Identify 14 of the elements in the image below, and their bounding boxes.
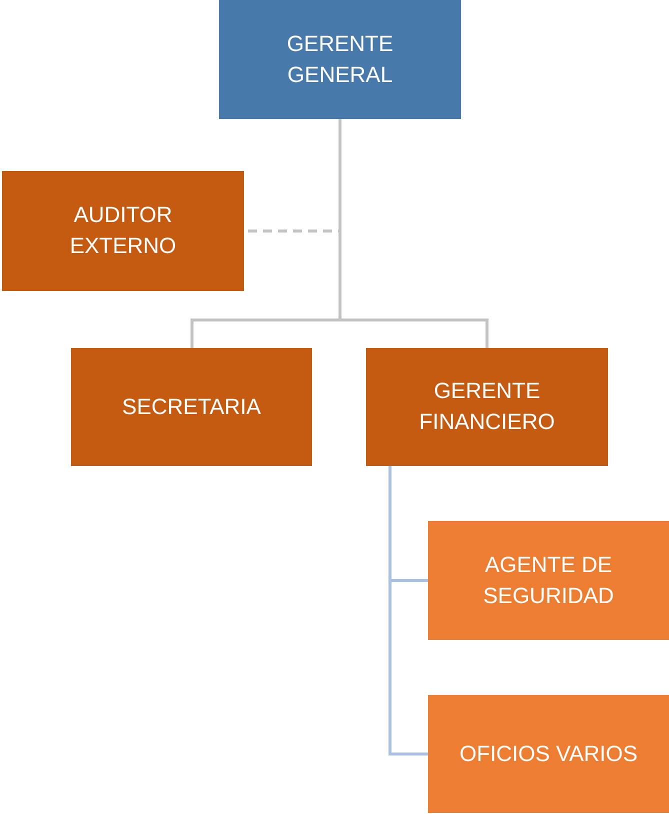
org-box (428, 521, 669, 640)
org-box (71, 348, 312, 466)
role-title: OFICIOS VARIOS (459, 740, 638, 768)
role-title: SECRETARIA (122, 392, 261, 421)
org-box (219, 0, 461, 119)
connector-line (388, 466, 428, 756)
role-title: GERENTE FINANCIERO (418, 377, 556, 436)
role-title: GERENTE GENERAL (286, 30, 394, 88)
role-title: AGENTE DE SEGURIDAD (482, 550, 615, 610)
org-box (366, 348, 608, 466)
role-title: AUDITOR EXTERNO (68, 201, 178, 260)
connector-line (338, 119, 488, 348)
org-box (2, 171, 244, 291)
org-box (428, 695, 669, 813)
